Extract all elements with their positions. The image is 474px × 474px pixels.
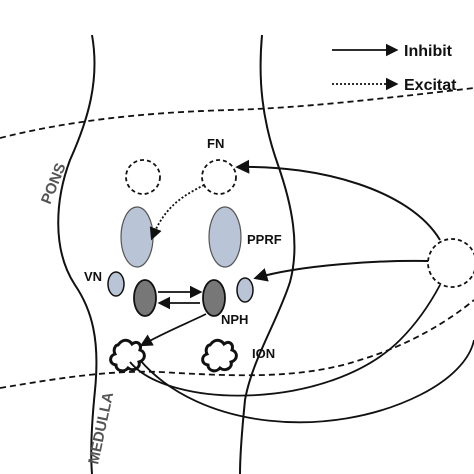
pons-boundary: [0, 87, 474, 139]
ion-to-cerebellum-path: [129, 284, 441, 397]
fn-circle: [201, 159, 237, 195]
left-ion: [109, 338, 146, 373]
nph-label: NPH: [221, 312, 248, 327]
pprf-label: PPRF: [247, 232, 282, 247]
cerebellar-outline: [139, 339, 474, 424]
legend-excite-label: Excitat: [404, 77, 457, 94]
fn-to-pprf-excite-arrow: [149, 184, 205, 241]
cerebellum-node: [427, 238, 474, 288]
cerebellum-to-vn-arrow: [253, 259, 429, 282]
legend-inhibit-label: Inhibit: [404, 43, 453, 60]
right-nph: [202, 279, 226, 317]
left-vn: [107, 271, 125, 297]
ion-label: ION: [252, 346, 275, 361]
brainstem-outline-right: [239, 34, 296, 474]
left-pprf: [120, 206, 154, 268]
right-vn: [236, 277, 254, 303]
left-nph: [133, 279, 157, 317]
nph-to-ion-arrow: [139, 313, 207, 347]
right-pprf: [208, 206, 242, 268]
vn-label: VN: [84, 269, 102, 284]
left-fn-circle: [125, 159, 161, 195]
brainstem-outline-left: [57, 34, 98, 474]
medulla-label: MEDULLA: [85, 390, 117, 465]
cerebellum-to-fn-arrow: [235, 159, 441, 241]
pons-label: PONS: [38, 161, 70, 207]
right-ion: [201, 338, 238, 373]
fn-label: FN: [207, 136, 224, 151]
